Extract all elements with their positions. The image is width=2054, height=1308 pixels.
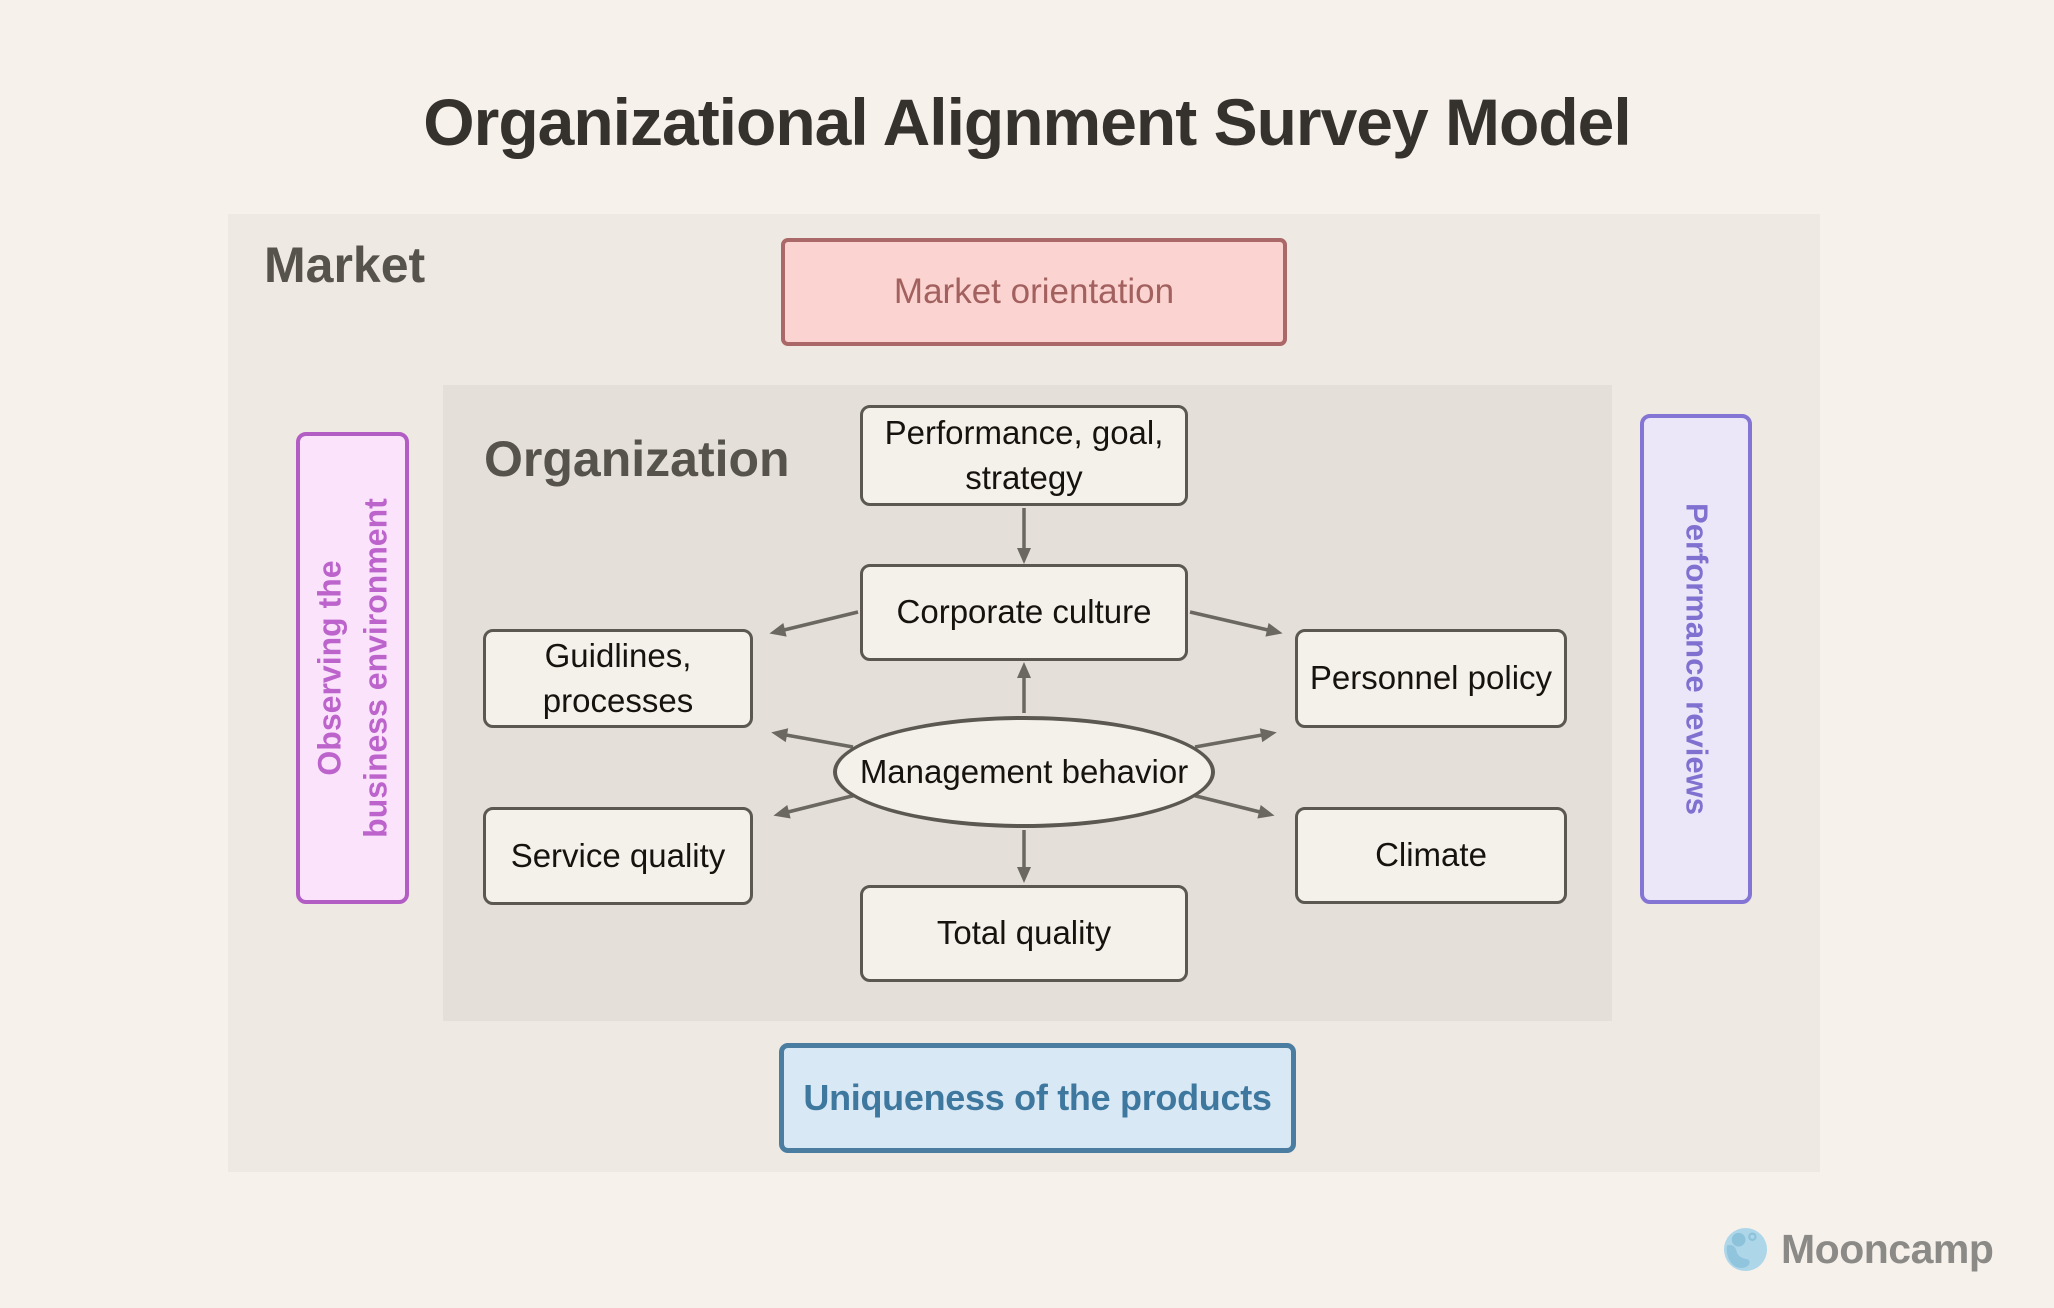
arrow-management-to-guidlines xyxy=(771,728,854,749)
node-management-behavior: Management behavior xyxy=(833,716,1215,828)
market-label: Market xyxy=(264,237,426,293)
node-corporate-culture-label: Corporate culture xyxy=(896,593,1152,631)
brand-logo: Mooncamp xyxy=(1722,1226,1994,1273)
node-market-orientation: Market orientation xyxy=(781,238,1287,346)
brand-name: Mooncamp xyxy=(1781,1226,1994,1272)
node-personnel-policy-label: Personnel policy xyxy=(1309,659,1553,697)
moon-icon xyxy=(1723,1227,1768,1272)
node-uniqueness-of-products-label: Uniqueness of the products xyxy=(803,1076,1272,1118)
organization-label: Organization xyxy=(484,431,790,487)
arrow-management-to-service xyxy=(773,793,857,819)
node-market-orientation-label: Market orientation xyxy=(893,272,1175,312)
panel-observing-business-environment-label: Observing the business environment xyxy=(311,498,394,838)
arrow-culture-to-personnel xyxy=(1189,610,1283,637)
node-total-quality-label: Total quality xyxy=(936,914,1112,952)
node-total-quality: Total quality xyxy=(860,885,1188,982)
node-performance-goal-strategy-label: Performance, goal, strategy xyxy=(884,413,1164,496)
node-guidlines-processes: Guidlines, processes xyxy=(483,629,753,728)
node-service-quality-label: Service quality xyxy=(510,836,726,874)
panel-performance-reviews: Performance reviews xyxy=(1640,414,1752,904)
node-climate: Climate xyxy=(1295,807,1567,904)
node-performance-goal-strategy: Performance, goal, strategy xyxy=(860,405,1188,506)
arrow-culture-to-guidlines xyxy=(769,610,859,637)
node-guidlines-processes-label: Guidlines, processes xyxy=(542,636,694,719)
node-climate-label: Climate xyxy=(1375,836,1487,874)
arrow-management-to-climate xyxy=(1191,793,1275,819)
panel-performance-reviews-label: Performance reviews xyxy=(1679,503,1715,815)
arrow-management-to-personnel xyxy=(1194,728,1277,749)
node-service-quality: Service quality xyxy=(483,807,753,905)
node-uniqueness-of-products: Uniqueness of the products xyxy=(779,1043,1296,1153)
page-title: Organizational Alignment Survey Model xyxy=(423,85,1631,159)
panel-observing-business-environment: Observing the business environment xyxy=(296,432,409,904)
node-personnel-policy: Personnel policy xyxy=(1295,629,1567,728)
node-management-behavior-label: Management behavior xyxy=(859,752,1189,790)
node-corporate-culture: Corporate culture xyxy=(860,564,1188,661)
